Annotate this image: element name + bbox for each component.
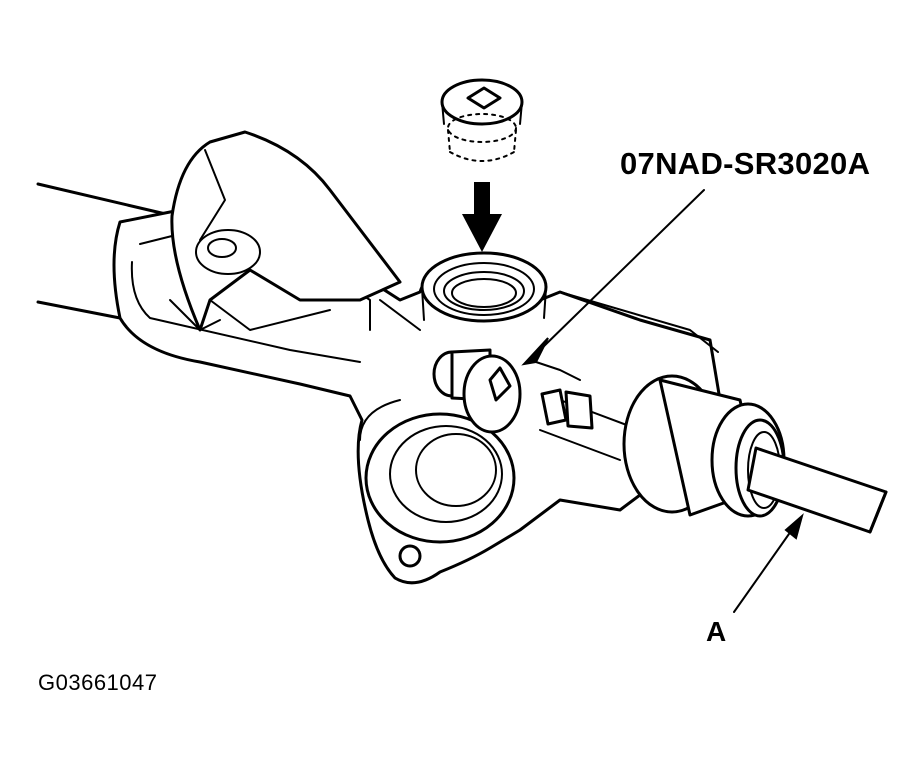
install-arrow (462, 182, 502, 252)
mounting-bracket (170, 130, 402, 332)
top-port (420, 251, 548, 323)
rack-shaft (746, 446, 888, 534)
tool-leader-line (521, 189, 705, 366)
lower-port (359, 399, 516, 568)
exploded-plug (440, 78, 524, 162)
special-tool-number: 07NAD-SR3020A (620, 146, 871, 181)
port-plug (432, 348, 522, 434)
rack-tube-left (36, 182, 172, 320)
callout-a-label: A (706, 616, 727, 647)
figure-code: G03661047 (38, 670, 158, 695)
callout-a-leader (733, 513, 804, 613)
